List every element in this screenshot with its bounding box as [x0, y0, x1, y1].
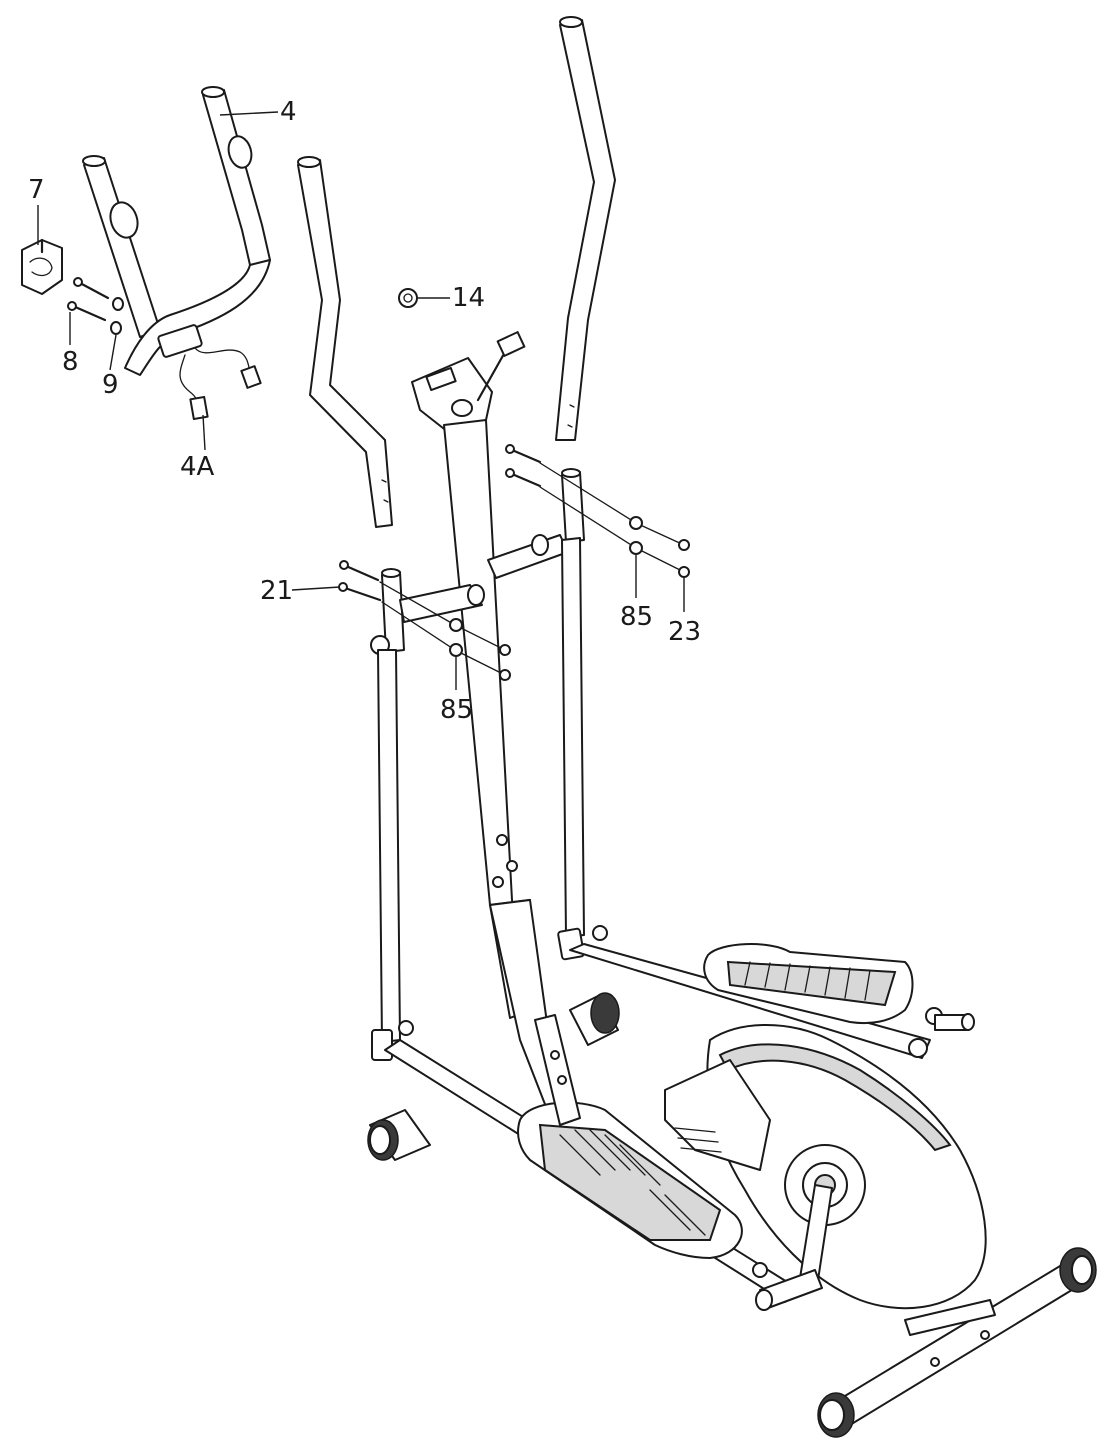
nut-part-23-left [499, 644, 511, 681]
handlebar-part-4 [82, 86, 271, 421]
rear-wheel-left [367, 1109, 431, 1161]
leader-lines [37, 111, 685, 690]
washer-part-9 [110, 297, 124, 335]
left-pedal [517, 1014, 743, 1259]
label-part-4a: 4A [180, 452, 215, 482]
lower-arm-left [371, 649, 414, 1061]
label-part-8: 8 [62, 347, 79, 377]
washer-part-85-right [629, 516, 643, 555]
label-part-23: 23 [668, 617, 701, 647]
lower-arm-right [557, 537, 608, 961]
washer-part-85-left [449, 618, 463, 657]
label-part-14: 14 [452, 283, 485, 313]
console-mast [411, 331, 581, 1131]
front-stabilizer [817, 1247, 1097, 1438]
crank-arm [752, 1184, 833, 1311]
bolt-part-8 [67, 277, 110, 322]
flywheel-housing [664, 1024, 987, 1310]
label-part-9: 9 [102, 370, 119, 400]
label-part-7: 7 [28, 175, 45, 205]
nut-part-23-right [678, 539, 690, 578]
right-pedal [703, 943, 914, 1025]
cap-part-14 [398, 288, 418, 308]
cover-part-7 [21, 238, 63, 295]
rear-wheel-right [569, 992, 620, 1046]
right-pivot-axle [487, 468, 585, 579]
label-part-21: 21 [260, 576, 293, 606]
label-part-85-right: 85 [620, 602, 653, 632]
left-upper-arm [297, 156, 393, 528]
right-upper-arm [555, 16, 616, 441]
label-part-85-left: 85 [440, 695, 473, 725]
label-part-4: 4 [280, 97, 297, 127]
